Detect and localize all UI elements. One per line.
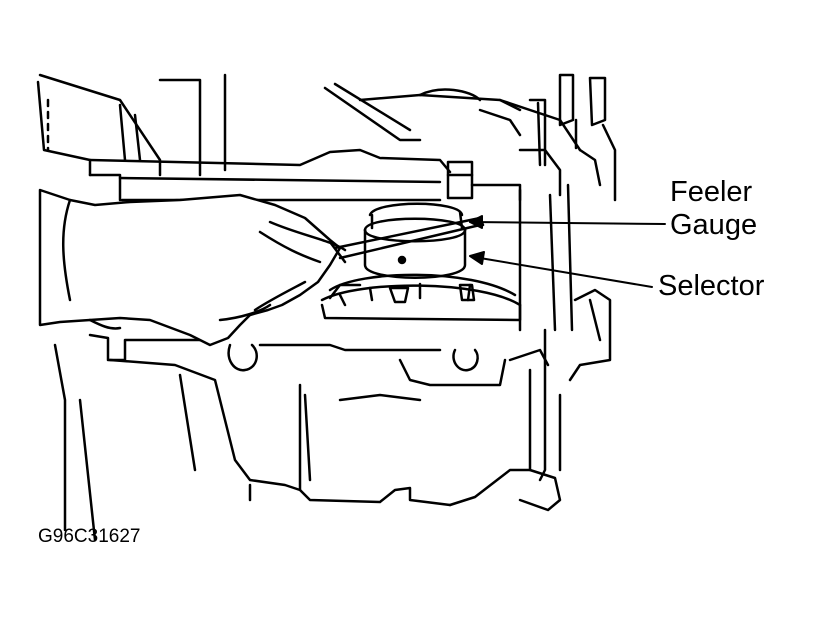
feeler-gauge-label-line1: Feeler <box>670 176 753 208</box>
selector-leader-line <box>480 258 652 287</box>
selector-label: Selector <box>658 270 765 302</box>
transmission-case <box>38 75 615 540</box>
selector-assembly <box>322 162 520 320</box>
feeler-gauge-blade <box>330 218 483 262</box>
feeler-gauge-label-line2: Gauge <box>670 209 758 241</box>
selector-leader-arrow <box>470 252 484 264</box>
hand-with-feeler-gauge <box>40 190 345 345</box>
feeler-leader-arrow <box>470 216 482 228</box>
feeler-leader-line <box>470 222 665 224</box>
figure-code: G96C31627 <box>38 526 141 547</box>
leader-lines <box>470 216 665 287</box>
